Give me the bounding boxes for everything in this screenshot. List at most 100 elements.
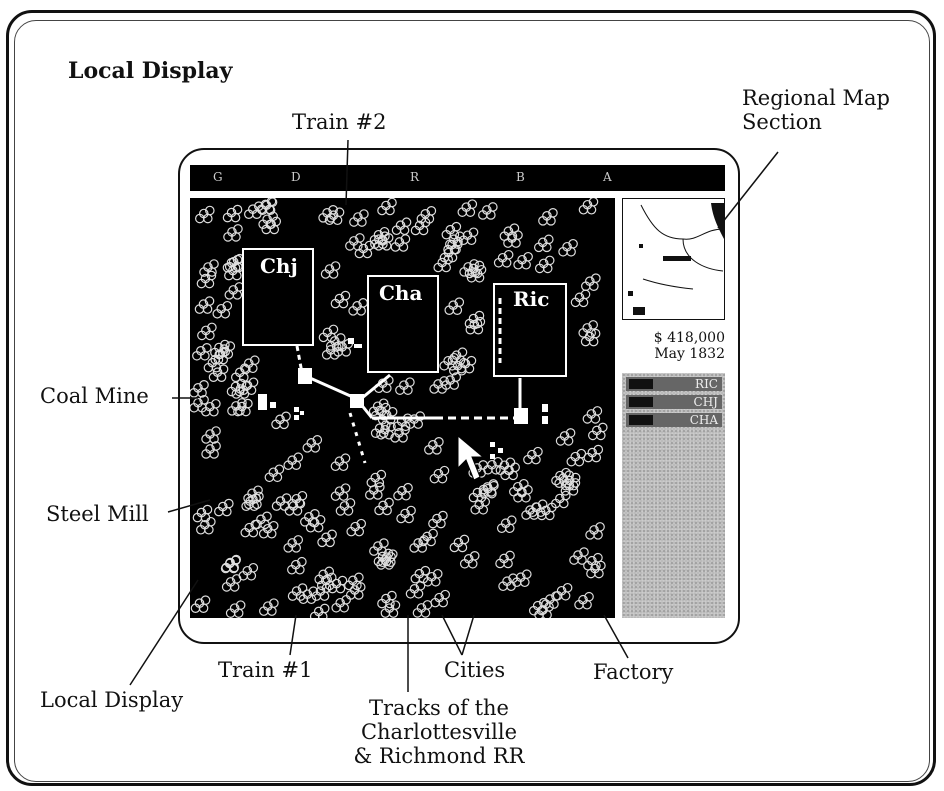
tree-cluster-icon bbox=[503, 230, 523, 248]
tree-cluster-icon bbox=[223, 224, 243, 242]
tree-cluster-icon bbox=[221, 574, 242, 592]
tree-cluster-icon bbox=[498, 573, 518, 592]
tree-cluster-icon bbox=[418, 528, 438, 547]
regional-map-section[interactable] bbox=[622, 198, 725, 320]
tree-cluster-icon bbox=[581, 273, 601, 291]
tree-cluster-icon bbox=[327, 575, 348, 594]
train-tag-icon bbox=[629, 379, 653, 389]
station-list-item[interactable]: CHA bbox=[626, 413, 722, 427]
tree-cluster-icon bbox=[410, 217, 431, 236]
factory-icon bbox=[542, 404, 548, 412]
tree-cluster-icon bbox=[309, 603, 330, 618]
column-header-bar bbox=[190, 165, 725, 191]
tree-cluster-icon bbox=[377, 198, 397, 216]
leader-train2 bbox=[345, 139, 349, 206]
city-label-chj: Chj bbox=[260, 254, 298, 278]
leader-factory bbox=[603, 614, 629, 659]
tree-cluster-icon bbox=[190, 595, 211, 614]
tree-cluster-icon bbox=[574, 591, 594, 610]
tree-cluster-icon bbox=[441, 372, 462, 390]
tree-cluster-icon bbox=[230, 364, 251, 383]
tree-cluster-icon bbox=[588, 422, 608, 441]
leader-cities bbox=[461, 614, 475, 656]
tree-cluster-icon bbox=[259, 598, 279, 616]
tree-cluster-icon bbox=[321, 342, 342, 360]
tree-cluster-icon bbox=[377, 406, 398, 425]
tree-cluster-icon bbox=[459, 550, 480, 569]
station-list-panel: RIC CHJ CHA bbox=[622, 373, 725, 618]
city-box-chj[interactable]: Chj bbox=[242, 248, 314, 346]
outer-frame bbox=[6, 10, 936, 786]
tree-cluster-icon bbox=[244, 201, 264, 219]
tree-cluster-icon bbox=[528, 597, 549, 616]
leader-local-display bbox=[129, 579, 199, 686]
tree-cluster-icon bbox=[331, 594, 351, 613]
tree-cluster-icon bbox=[495, 550, 515, 569]
station-list-item[interactable]: RIC bbox=[626, 377, 722, 391]
tree-cluster-icon bbox=[377, 590, 397, 609]
tree-cluster-icon bbox=[464, 310, 485, 329]
tree-cluster-icon bbox=[220, 555, 241, 574]
tree-cluster-icon bbox=[380, 600, 401, 618]
tree-cluster-icon bbox=[376, 421, 396, 440]
tree-cluster-icon bbox=[495, 457, 516, 476]
tree-cluster-icon bbox=[560, 478, 581, 496]
steel-mill-icon bbox=[294, 407, 299, 412]
label-steel-mill: Steel Mill bbox=[46, 502, 149, 526]
tree-cluster-icon bbox=[483, 456, 503, 475]
tree-cluster-icon bbox=[370, 420, 391, 438]
station-ric bbox=[514, 408, 528, 424]
track-segment bbox=[309, 376, 356, 400]
tree-cluster-icon bbox=[447, 347, 468, 366]
label-coal-mine: Coal Mine bbox=[40, 384, 149, 408]
factory-icon bbox=[490, 442, 495, 447]
tree-cluster-icon bbox=[466, 264, 487, 283]
station-name: RIC bbox=[695, 377, 718, 391]
tree-cluster-icon bbox=[257, 198, 278, 216]
tree-cluster-icon bbox=[555, 428, 576, 446]
tree-cluster-icon bbox=[552, 582, 573, 601]
tree-cluster-icon bbox=[393, 482, 413, 501]
forest-layer bbox=[190, 198, 608, 618]
page-title: Local Display bbox=[68, 58, 233, 84]
tree-cluster-icon bbox=[496, 515, 517, 534]
tree-cluster-icon bbox=[578, 198, 599, 215]
city-box-cha[interactable]: Cha bbox=[367, 275, 439, 373]
tree-cluster-icon bbox=[459, 259, 479, 277]
tree-cluster-icon bbox=[410, 565, 431, 584]
column-label: B bbox=[516, 170, 525, 184]
tree-cluster-icon bbox=[344, 572, 364, 591]
tree-cluster-icon bbox=[560, 472, 581, 491]
station-list-item[interactable]: CHJ bbox=[626, 395, 722, 409]
tree-cluster-icon bbox=[521, 502, 541, 520]
tree-cluster-icon bbox=[201, 441, 221, 459]
tree-cluster-icon bbox=[264, 464, 285, 483]
tree-cluster-icon bbox=[390, 234, 411, 252]
tree-cluster-icon bbox=[570, 289, 591, 308]
tree-cluster-icon bbox=[373, 548, 394, 567]
tree-cluster-icon bbox=[214, 498, 234, 517]
label-tracks-line2: Charlottesville bbox=[360, 720, 518, 744]
tree-cluster-icon bbox=[330, 483, 351, 501]
local-display-map[interactable]: Chj Cha Ric bbox=[190, 198, 615, 618]
tree-cluster-icon bbox=[585, 522, 605, 540]
tree-cluster-icon bbox=[222, 204, 243, 223]
tree-cluster-icon bbox=[368, 398, 389, 417]
train-tag-icon bbox=[629, 415, 653, 425]
side-panel: $ 418,000 May 1832 RIC CHJ CHA bbox=[622, 198, 726, 618]
tree-cluster-icon bbox=[478, 479, 499, 497]
city-label-ric: Ric bbox=[513, 287, 550, 311]
station-chj bbox=[298, 368, 312, 384]
tree-cluster-icon bbox=[208, 364, 229, 383]
factory-icon bbox=[490, 454, 495, 459]
city-box-ric[interactable]: Ric bbox=[493, 283, 567, 377]
tree-cluster-icon bbox=[354, 240, 375, 259]
tree-cluster-icon bbox=[201, 398, 221, 417]
steel-mill-icon bbox=[300, 411, 304, 415]
station-name: CHJ bbox=[693, 395, 718, 409]
label-regional-map-line2: Section bbox=[742, 110, 822, 134]
tree-cluster-icon bbox=[396, 505, 416, 524]
tree-cluster-icon bbox=[195, 205, 215, 224]
tree-cluster-icon bbox=[238, 562, 259, 581]
